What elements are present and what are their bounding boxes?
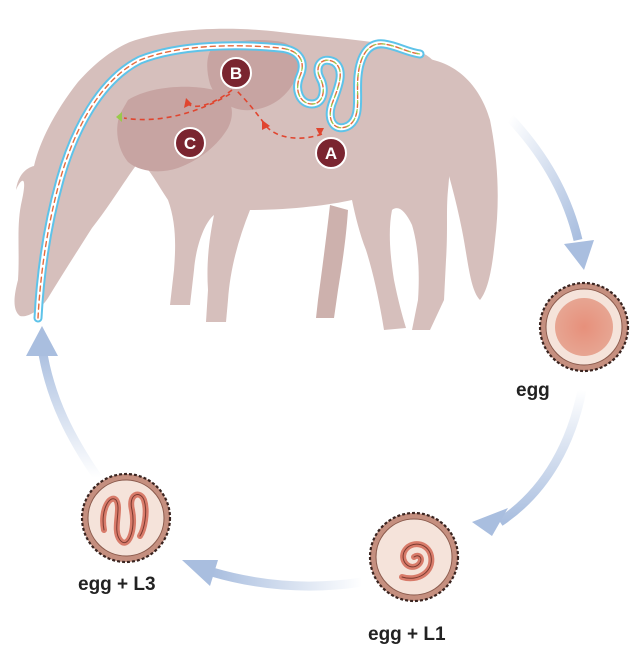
marker-c-label: C bbox=[184, 134, 196, 153]
l1-larva-outline bbox=[401, 543, 432, 579]
egg-l3-label: egg + L3 bbox=[78, 574, 156, 595]
arrow-l3-to-horse-head bbox=[26, 326, 58, 356]
egg-with-l1 bbox=[368, 511, 460, 603]
migration-paths bbox=[123, 89, 323, 139]
egg-l1-label: egg + L1 bbox=[368, 624, 446, 645]
marker-a-label: A bbox=[325, 144, 337, 163]
egg-unembryonated bbox=[538, 281, 630, 373]
arrow-l1-to-l3 bbox=[210, 567, 363, 591]
marker-b: B bbox=[220, 57, 252, 89]
egg-label: egg bbox=[516, 380, 550, 401]
migration-arrowheads bbox=[116, 98, 324, 136]
arrowhead-c bbox=[184, 98, 192, 108]
migration-path-a-to-b bbox=[235, 89, 323, 139]
arrowhead-trachea bbox=[116, 112, 122, 122]
arrow-horse-to-egg-head bbox=[564, 240, 594, 270]
arrow-egg-to-l1 bbox=[497, 389, 587, 526]
marker-a: A bbox=[315, 137, 347, 169]
digestive-tract bbox=[33, 39, 425, 323]
lifecycle-arrows bbox=[26, 114, 594, 591]
migration-path-b-to-trachea bbox=[123, 93, 231, 121]
horse-silhouette bbox=[14, 28, 498, 330]
arrow-egg-to-l1-head bbox=[472, 508, 508, 536]
migration-path-b-to-c bbox=[187, 89, 233, 108]
marker-b-label: B bbox=[230, 64, 242, 83]
horse-liver bbox=[207, 40, 299, 111]
arrow-l3-to-horse bbox=[37, 347, 102, 481]
arrowhead-a bbox=[316, 128, 324, 136]
horse-body bbox=[14, 28, 451, 330]
arrow-horse-to-egg bbox=[506, 114, 583, 242]
l3-larva-outline bbox=[102, 494, 147, 543]
arrow-l1-to-l3-head bbox=[182, 560, 218, 586]
egg-with-l3 bbox=[80, 472, 172, 564]
horse-far-leg bbox=[316, 205, 348, 318]
arrowhead-a2 bbox=[262, 120, 270, 130]
gut-larva-dashes-secondary bbox=[279, 43, 421, 129]
marker-c: C bbox=[174, 127, 206, 159]
